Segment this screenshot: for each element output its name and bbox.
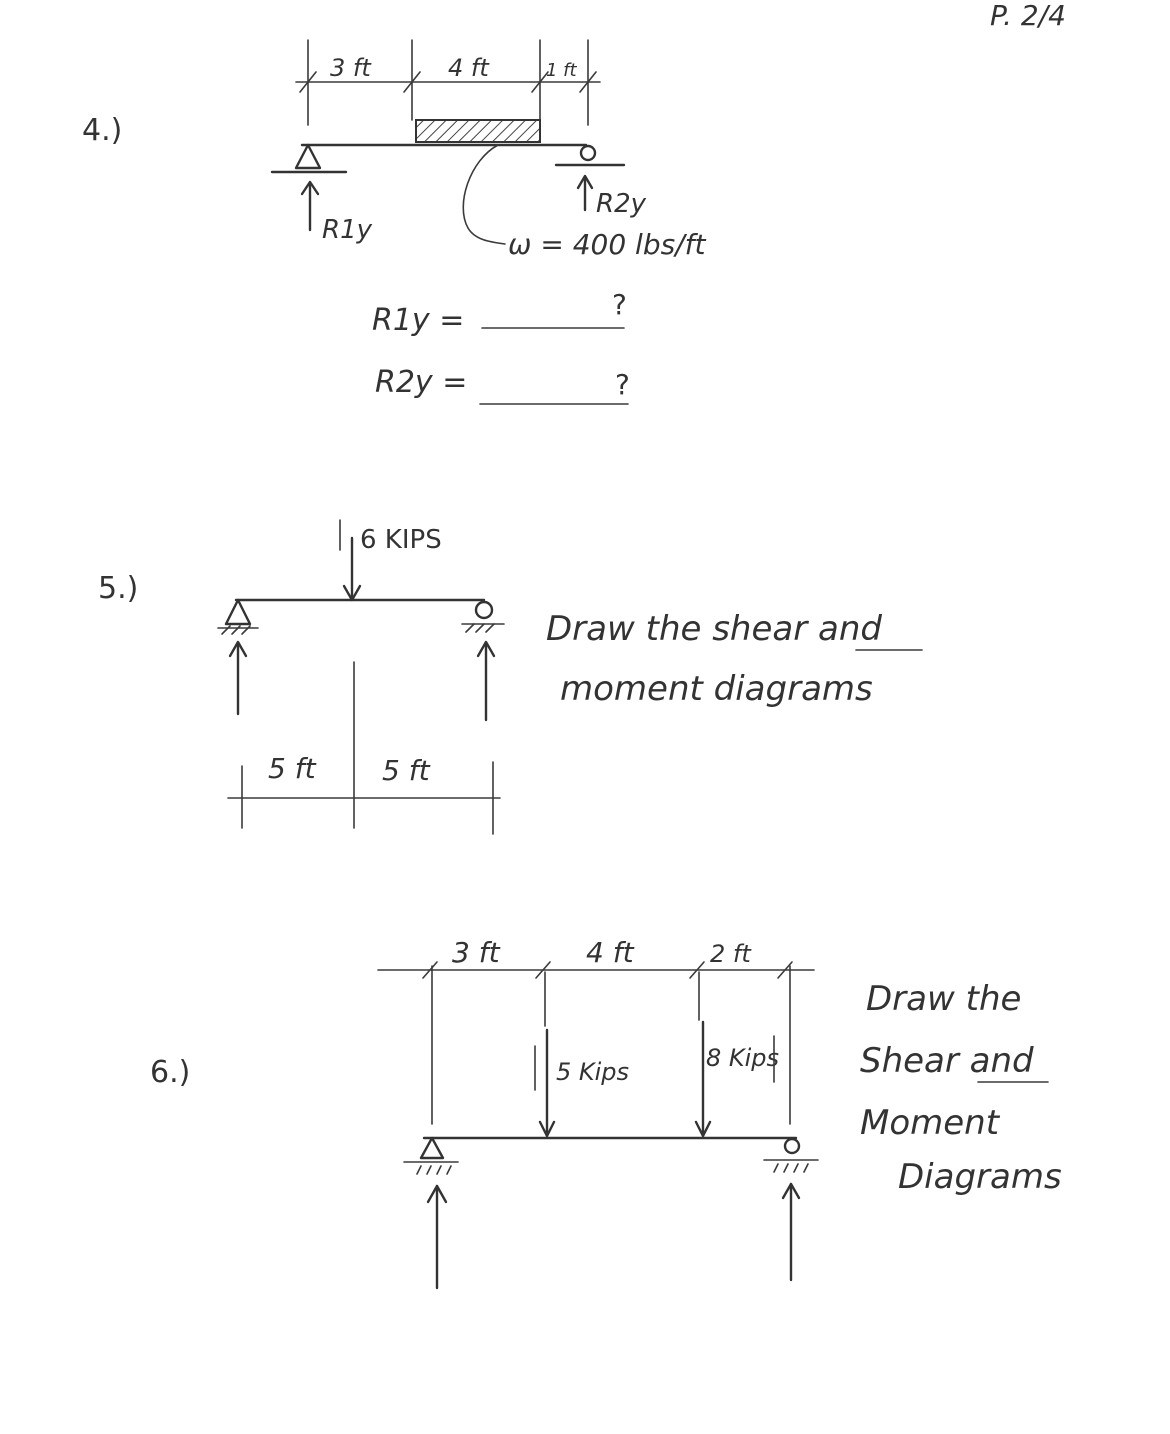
problem-4-dim-1: 3 ft xyxy=(330,54,372,82)
problem-4-answer-2-mark: ? xyxy=(615,368,630,401)
problem-4: 4.) 3 ft 4 ft 1 ft xyxy=(82,39,706,405)
problem-5-load-arrow xyxy=(342,536,362,602)
problem-5: 5.) 6 KIPS xyxy=(98,519,923,835)
problem-6-dim-2: 4 ft xyxy=(586,936,635,969)
problem-6-dimension-line xyxy=(377,961,815,979)
problem-6-left-reaction-arrow xyxy=(426,1184,448,1290)
problem-6-roller-support xyxy=(763,1137,819,1173)
problem-4-dim-3: 1 ft xyxy=(546,60,578,81)
problem-5-load-label: 6 KIPS xyxy=(360,525,442,555)
problem-4-dimension-line xyxy=(295,39,601,126)
problem-6: 6.) 3 ft 4 ft 2 ft 5 Kips 8 Kips xyxy=(150,936,1062,1290)
problem-6-pin-support xyxy=(403,1136,459,1175)
problem-4-load-label: ω = 400 lbs/ft xyxy=(508,228,706,261)
problem-5-left-reaction-arrow xyxy=(228,640,248,716)
problem-6-load-1-label: 5 Kips xyxy=(556,1058,629,1086)
problem-4-answer-2-label: R2y = xyxy=(375,365,467,400)
problem-6-load-2-label: 8 Kips xyxy=(706,1044,779,1072)
problem-4-load-leader xyxy=(462,144,506,245)
problem-5-instruction-line-1: Draw the shear and xyxy=(546,609,882,649)
problem-5-dim-1: 5 ft xyxy=(268,752,317,785)
problem-6-instruction-line-4: Diagrams xyxy=(898,1157,1062,1197)
problem-4-right-reaction-arrow xyxy=(576,174,594,212)
problem-4-pin-support xyxy=(270,143,348,174)
page-number: P. 2/4 xyxy=(990,0,1066,32)
problem-5-number: 5.) xyxy=(98,571,138,606)
problem-4-dim-2: 4 ft xyxy=(448,54,490,82)
problem-5-right-reaction-arrow xyxy=(476,640,496,722)
problem-4-roller-support xyxy=(554,144,626,167)
problem-4-left-reaction-label: R1y xyxy=(322,215,373,245)
problem-6-right-reaction-arrow xyxy=(781,1182,801,1282)
problem-4-distributed-load xyxy=(415,119,541,143)
problem-6-number: 6.) xyxy=(150,1055,190,1090)
problem-5-pin-support xyxy=(217,598,259,635)
problem-6-instruction-line-3: Moment xyxy=(860,1103,1001,1143)
problem-6-instruction-line-2: Shear and xyxy=(860,1041,1034,1081)
problem-6-dim-1: 3 ft xyxy=(452,936,501,969)
problem-6-instruction-line-1: Draw the xyxy=(866,979,1021,1019)
problem-5-dim-2: 5 ft xyxy=(382,754,431,787)
problem-6-load-2-arrow xyxy=(694,1020,712,1138)
problem-4-left-reaction-arrow xyxy=(300,180,320,232)
problem-4-answer-1-mark: ? xyxy=(612,288,627,321)
problem-6-load-1-arrow xyxy=(538,1028,556,1138)
problem-5-dimension-line xyxy=(227,661,501,835)
problem-4-answer-1-label: R1y = xyxy=(372,303,464,338)
problem-4-number: 4.) xyxy=(82,113,122,148)
problem-6-dim-3: 2 ft xyxy=(710,940,752,968)
problem-5-instruction-line-2: moment diagrams xyxy=(560,669,873,709)
problem-5-roller-support xyxy=(461,600,505,633)
problem-4-right-reaction-label: R2y xyxy=(596,189,647,219)
